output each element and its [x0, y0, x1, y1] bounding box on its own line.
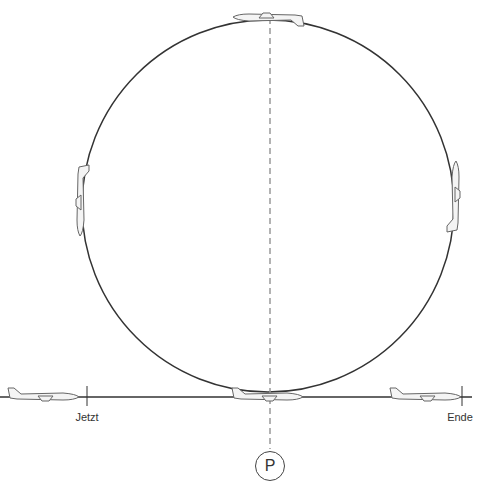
- loop-path: [82, 20, 454, 392]
- airplane: [233, 13, 304, 26]
- airplane: [76, 165, 89, 236]
- pivot-circle: P: [255, 451, 285, 481]
- center-line: [269, 18, 271, 449]
- airplane: [8, 388, 79, 401]
- pivot-letter: P: [265, 458, 276, 474]
- start-tick: [87, 386, 88, 406]
- airplane: [447, 161, 460, 232]
- end-tick: [462, 386, 463, 406]
- position-label: Ende: [447, 412, 473, 423]
- position-label: Jetzt: [75, 412, 98, 423]
- airplane: [232, 388, 303, 401]
- airplane: [390, 388, 461, 401]
